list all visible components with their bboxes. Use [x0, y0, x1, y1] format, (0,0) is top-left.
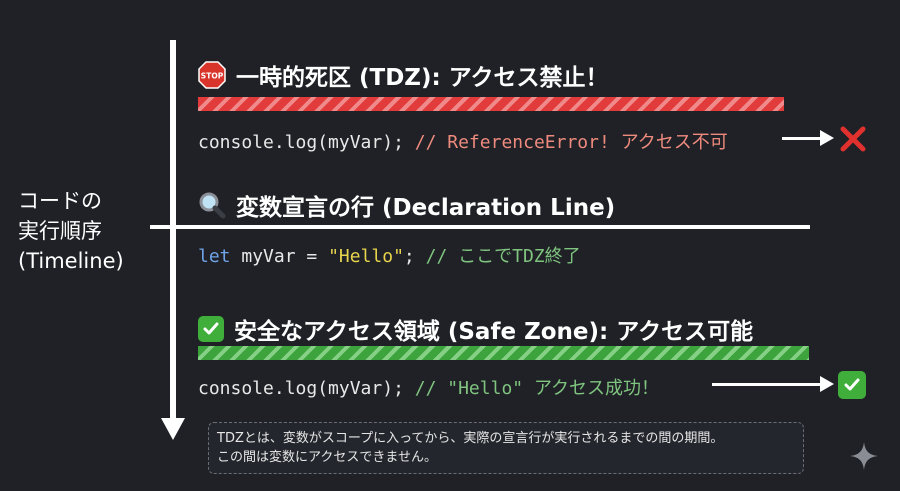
- magnifier-icon: [199, 192, 226, 219]
- cross-mark-icon: [840, 126, 866, 152]
- tdz-explanation-note: TDZとは、変数がスコープに入ってから、実際の宣言行が実行されるまでの間の期間。…: [208, 422, 804, 474]
- safe-zone-hatched-bar: [198, 346, 809, 360]
- tdz-heading: STOP 一時的死区 (TDZ): アクセス禁止！: [198, 58, 609, 92]
- tdz-code-line: console.log(myVar); // ReferenceError! ア…: [198, 128, 728, 154]
- tdz-code: console.log(myVar);: [198, 132, 404, 153]
- timeline-label-line-1: コードの: [18, 189, 102, 213]
- tdz-comment: // ReferenceError! アクセス不可: [414, 132, 728, 153]
- timeline-label-line-2: 実行順序: [18, 219, 102, 243]
- tdz-arrow-head: [820, 130, 834, 146]
- timeline-label-line-3: (Timeline): [18, 249, 124, 273]
- declaration-heading: 変数宣言の行 (Declaration Line): [198, 188, 615, 222]
- timeline-label: コードの 実行順序 (Timeline): [18, 186, 124, 276]
- safe-arrow-head: [820, 376, 834, 392]
- tdz-arrow-line: [782, 137, 822, 140]
- check-mark-icon-result: [838, 371, 866, 399]
- note-line-1: TDZとは、変数がスコープに入ってから、実際の宣言行が実行されるまでの間の期間。: [217, 431, 724, 446]
- timeline-arrow-head: [161, 418, 185, 440]
- safe-zone-heading-text: 安全なアクセス領域 (Safe Zone): アクセス可能: [234, 319, 754, 345]
- declaration-heading-text: 変数宣言の行 (Declaration Line): [236, 195, 616, 221]
- timeline-axis: [170, 40, 176, 420]
- code-string: "Hello": [328, 246, 404, 267]
- stop-sign-icon: STOP: [198, 61, 226, 89]
- safe-comment: // "Hello" アクセス成功！: [414, 378, 660, 399]
- check-mark-icon: [198, 316, 224, 342]
- declaration-comment: // ここでTDZ終了: [425, 246, 581, 267]
- declaration-code-line: let myVar = "Hello"; // ここでTDZ終了: [198, 242, 581, 268]
- tdz-heading-text: 一時的死区 (TDZ): アクセス禁止！: [236, 65, 609, 91]
- declaration-line: [150, 225, 810, 229]
- sparkle-icon: [850, 442, 878, 470]
- stop-sign-text: STOP: [201, 72, 224, 81]
- safe-zone-heading: 安全なアクセス領域 (Safe Zone): アクセス可能: [198, 312, 753, 346]
- safe-arrow-line: [712, 383, 822, 386]
- code-semicolon: ;: [403, 246, 415, 267]
- note-line-2: この間は変数にアクセスできません。: [217, 450, 437, 465]
- code-variable: myVar =: [230, 246, 329, 267]
- safe-code: console.log(myVar);: [198, 378, 404, 399]
- code-keyword-let: let: [198, 246, 231, 267]
- safe-code-line: console.log(myVar); // "Hello" アクセス成功！: [198, 374, 659, 400]
- tdz-hatched-bar: [198, 97, 784, 111]
